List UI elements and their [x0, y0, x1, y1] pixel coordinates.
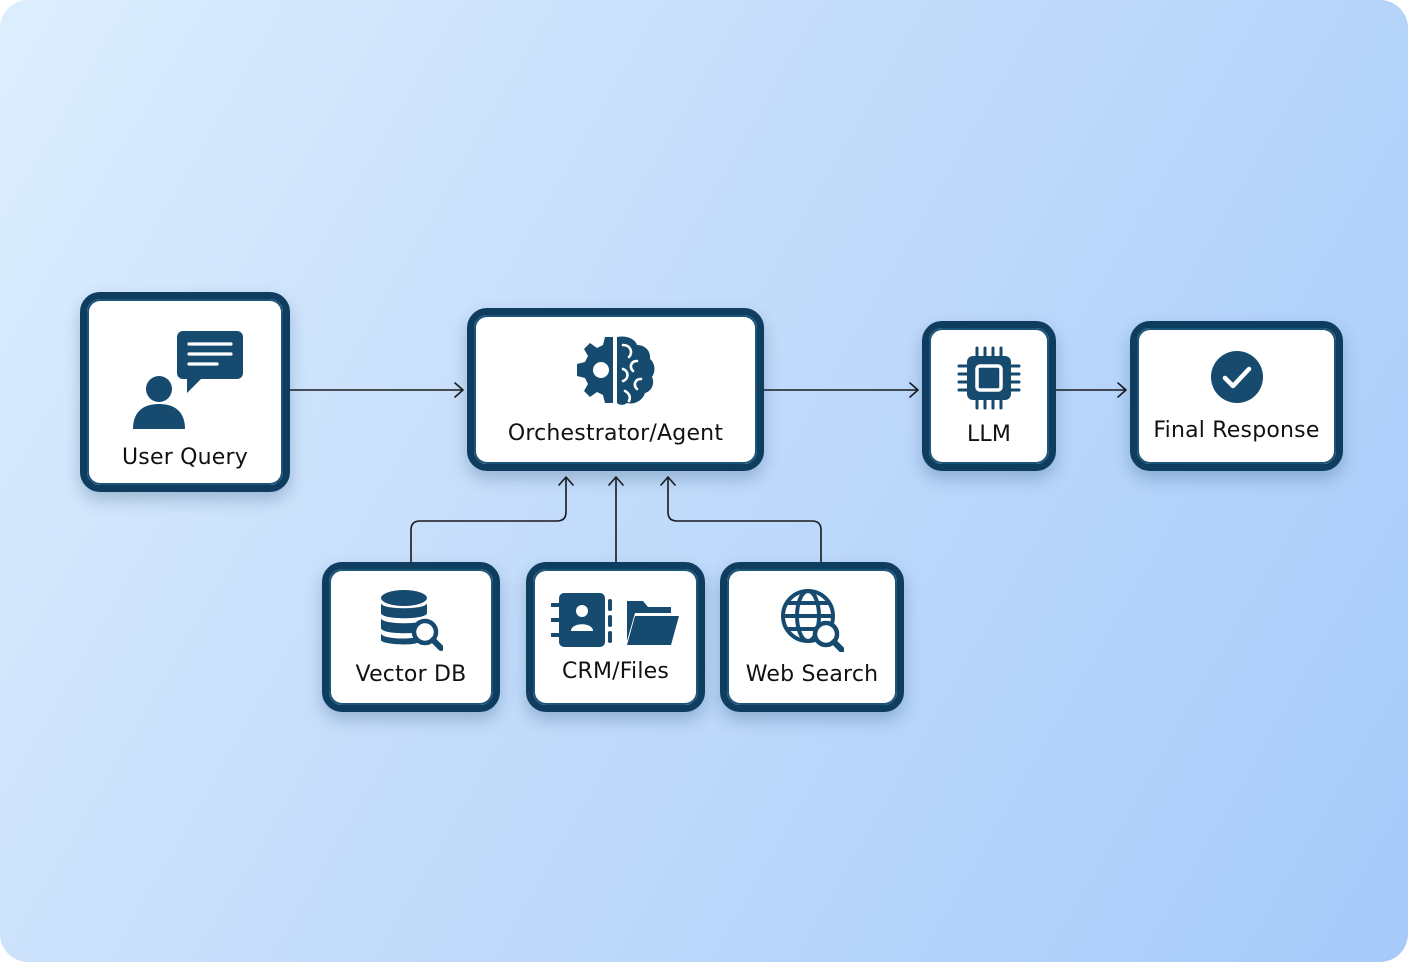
gear-brain-icon — [576, 336, 654, 405]
cpu-chip-icon — [957, 346, 1021, 409]
edge-vector-to-orchestrator — [410, 476, 574, 563]
crm-files-label: CRM/Files — [561, 658, 670, 684]
globe-search-icon — [781, 588, 844, 652]
llm-node[interactable]: LLM — [922, 321, 1056, 471]
vector-db-node[interactable]: Vector DB — [322, 562, 500, 712]
edge-web-to-orchestrator — [660, 476, 822, 563]
crm-files-node[interactable]: CRM/Files — [526, 562, 705, 712]
llm-label: LLM — [966, 421, 1012, 447]
user-query-label: User Query — [122, 444, 248, 470]
orchestrator-agent-label: Orchestrator/Agent — [507, 421, 724, 446]
web-search-node[interactable]: Web Search — [720, 562, 904, 712]
user-query-node[interactable]: User Query — [80, 292, 290, 492]
edge-crm-to-orchestrator — [608, 476, 624, 563]
contacts-folder-icon — [550, 592, 679, 647]
check-circle-icon — [1210, 350, 1263, 403]
web-search-label: Web Search — [745, 661, 879, 687]
edge-llm-to-final — [1055, 382, 1127, 398]
edge-user-to-orchestrator — [289, 382, 464, 398]
edge-orchestrator-to-llm — [763, 382, 919, 398]
orchestrator-agent-node[interactable]: Orchestrator/Agent — [467, 308, 764, 471]
database-search-icon — [381, 589, 443, 651]
vector-db-label: Vector DB — [355, 661, 467, 687]
final-response-label: Final Response — [1153, 417, 1320, 443]
final-response-node[interactable]: Final Response — [1130, 321, 1343, 471]
user-chat-icon — [133, 330, 243, 429]
